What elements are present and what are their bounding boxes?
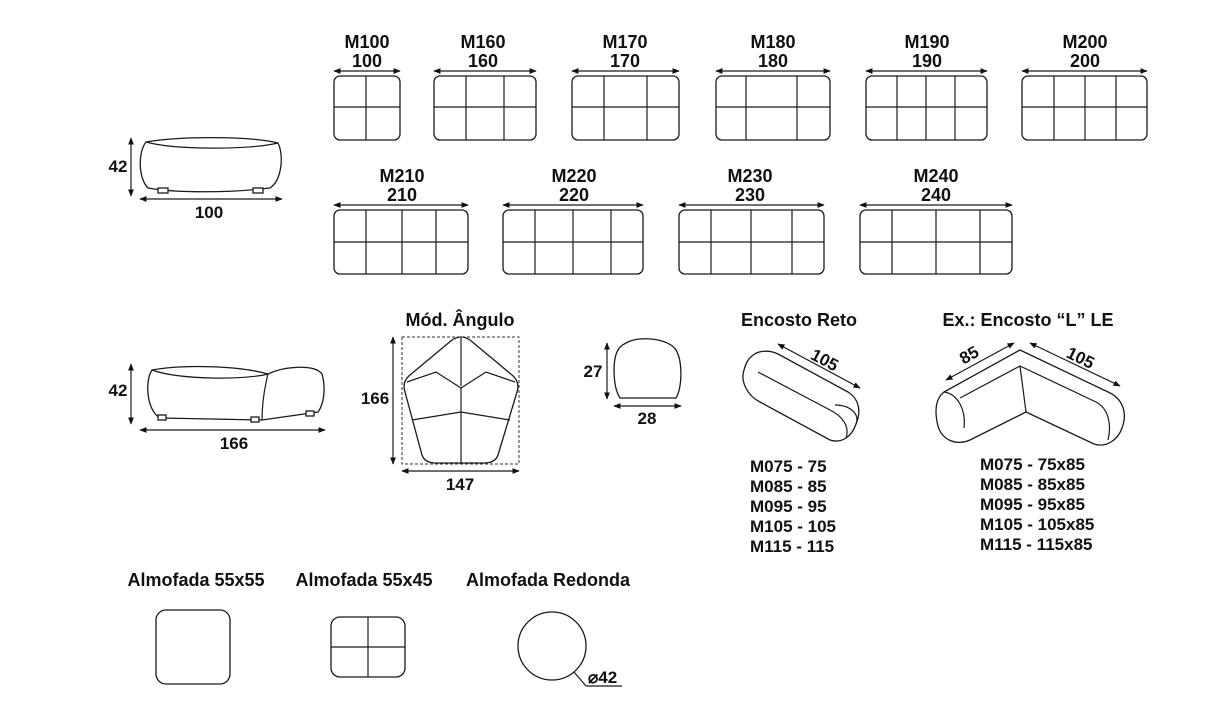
- l-back-side-b: 105: [1063, 343, 1097, 373]
- corner-pouf-width: 166: [220, 434, 248, 453]
- corner-pouf-height: 42: [109, 381, 128, 400]
- l-back-size-5: M115 - 115x85: [980, 535, 1092, 554]
- module-width: 240: [921, 185, 951, 205]
- module-code: M210: [379, 166, 424, 186]
- angle-module-width: 147: [446, 475, 474, 494]
- module-code: M160: [460, 32, 505, 52]
- module-m170[interactable]: M170 170: [571, 32, 680, 141]
- l-back-size-1: M075 - 75x85: [980, 455, 1085, 474]
- module-width: 210: [387, 185, 417, 205]
- module-m200[interactable]: M200 200: [1021, 32, 1148, 141]
- module-width: 200: [1070, 51, 1100, 71]
- module-width: 170: [610, 51, 640, 71]
- module-m220[interactable]: M220 220: [502, 166, 644, 275]
- module-m160[interactable]: M160 160: [433, 32, 537, 141]
- straight-back-size-1: M075 - 75: [750, 457, 827, 476]
- module-code: M220: [551, 166, 596, 186]
- module-code: M230: [727, 166, 772, 186]
- pillow-55x55-label: Almofada 55x55: [127, 570, 264, 590]
- straight-back-size-4: M105 - 105: [750, 517, 836, 536]
- straight-back-size-2: M085 - 85: [750, 477, 827, 496]
- straight-back[interactable]: Encosto Reto 105 M075 - 75 M085 - 85 M09…: [741, 310, 861, 556]
- module-code: M170: [602, 32, 647, 52]
- module-width: 190: [912, 51, 942, 71]
- module-m240[interactable]: M240 240: [859, 166, 1013, 275]
- module-width: 220: [559, 185, 589, 205]
- pouf-width: 100: [195, 203, 223, 222]
- angle-module-depth: 166: [361, 389, 389, 408]
- angle-module-title: Mód. Ângulo: [406, 309, 515, 330]
- module-width: 230: [735, 185, 765, 205]
- pillow-round[interactable]: Almofada Redonda ⌀42: [466, 570, 631, 687]
- corner-pouf-side-view: 42 166: [109, 363, 326, 453]
- small-cushion-height: 27: [584, 362, 603, 381]
- module-code: M200: [1062, 32, 1107, 52]
- straight-back-title: Encosto Reto: [741, 310, 857, 330]
- module-code: M100: [344, 32, 389, 52]
- l-back-size-2: M085 - 85x85: [980, 475, 1085, 494]
- module-m180[interactable]: M180 180: [715, 32, 831, 141]
- pouf-height: 42: [109, 157, 128, 176]
- l-back-size-3: M095 - 95x85: [980, 495, 1085, 514]
- straight-back-size-5: M115 - 115: [750, 537, 834, 556]
- l-back-side-a: 85: [956, 342, 982, 368]
- angle-module[interactable]: Mód. Ângulo 166 147: [361, 309, 520, 494]
- module-width: 180: [758, 51, 788, 71]
- module-code: M190: [904, 32, 949, 52]
- module-m190[interactable]: M190 190: [865, 32, 988, 141]
- l-back-title: Ex.: Encosto “L” LE: [942, 310, 1113, 330]
- module-width: 160: [468, 51, 498, 71]
- module-code: M180: [750, 32, 795, 52]
- small-cushion-width: 28: [638, 409, 657, 428]
- straight-back-size-3: M095 - 95: [750, 497, 827, 516]
- l-back-size-4: M105 - 105x85: [980, 515, 1094, 534]
- pillow-55x45-label: Almofada 55x45: [295, 570, 432, 590]
- pillow-55x45[interactable]: Almofada 55x45: [295, 570, 433, 678]
- module-code: M240: [913, 166, 958, 186]
- pillow-55x55[interactable]: Almofada 55x55: [127, 570, 265, 685]
- module-width: 100: [352, 51, 382, 71]
- pillow-round-diameter: ⌀42: [588, 668, 617, 687]
- l-shaped-back[interactable]: Ex.: Encosto “L” LE 85 105 M075 - 75x85 …: [935, 310, 1125, 554]
- module-m100[interactable]: M100 100: [333, 32, 401, 141]
- straight-back-length: 105: [808, 345, 842, 375]
- pillow-round-label: Almofada Redonda: [466, 570, 631, 590]
- module-m230[interactable]: M230 230: [678, 166, 825, 275]
- module-m210[interactable]: M210 210: [333, 166, 469, 275]
- pouf-side-view: 42 100: [109, 136, 283, 222]
- small-cushion[interactable]: 27 28: [584, 338, 682, 428]
